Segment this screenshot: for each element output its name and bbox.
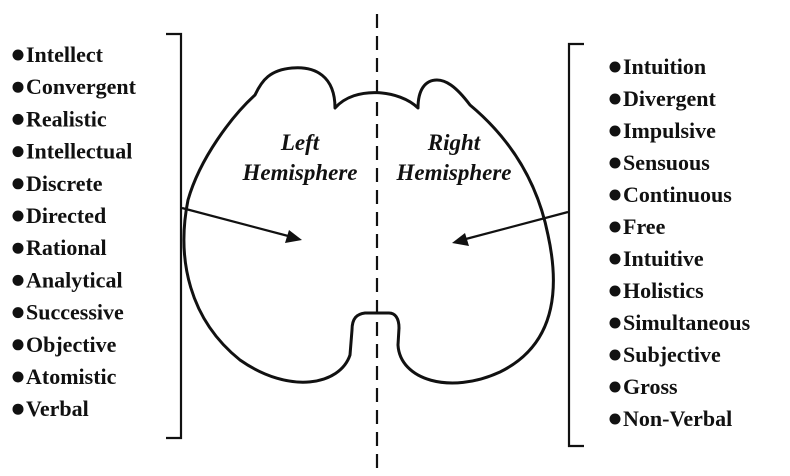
left-trait-item: Intellect [26, 42, 104, 67]
right-bullet-icon [609, 189, 621, 201]
brain-outline [182, 66, 555, 385]
left-hemisphere-trait-list: IntellectConvergentRealisticIntellectual… [12, 42, 137, 421]
right-arrow-line [461, 210, 569, 242]
right-bullet-icon [609, 221, 621, 233]
left-bullet-icon [12, 242, 24, 254]
left-trait-item: Realistic [26, 106, 107, 131]
right-bullet-icon [609, 93, 621, 105]
right-hemisphere-label-line1: Right [427, 130, 481, 155]
right-trait-item: Intuitive [623, 246, 704, 271]
right-trait-item: Non-Verbal [623, 406, 732, 431]
right-bullet-icon [609, 157, 621, 169]
right-bullet-icon [609, 253, 621, 265]
left-bullet-icon [12, 210, 24, 222]
right-bullet-icon [609, 61, 621, 73]
left-bullet-icon [12, 403, 24, 415]
left-trait-item: Directed [26, 203, 106, 228]
right-bullet-icon [609, 413, 621, 425]
right-bullet-icon [609, 381, 621, 393]
left-bullet-icon [12, 178, 24, 190]
right-bullet-icon [609, 349, 621, 361]
right-trait-item: Free [623, 214, 666, 239]
left-bullet-icon [12, 307, 24, 319]
left-trait-item: Objective [26, 332, 117, 357]
left-bullet-icon [12, 49, 24, 61]
right-bullet-icon [609, 285, 621, 297]
left-trait-item: Intellectual [26, 139, 132, 164]
left-bullet-icon [12, 146, 24, 158]
left-bullet-icon [12, 81, 24, 93]
left-hemisphere-label-line1: Left [280, 130, 320, 155]
right-trait-bracket [567, 42, 584, 448]
left-trait-item: Convergent [26, 74, 137, 99]
right-hemisphere-label-line2: Hemisphere [396, 160, 512, 185]
right-trait-item: Subjective [623, 342, 721, 367]
left-bullet-icon [12, 371, 24, 383]
left-trait-item: Atomistic [26, 364, 117, 389]
right-trait-item: Gross [623, 374, 678, 399]
left-trait-item: Successive [26, 300, 124, 325]
left-arrow-line [181, 206, 293, 239]
right-trait-item: Intuition [623, 54, 706, 79]
left-trait-item: Verbal [26, 396, 89, 421]
left-arrow-head-icon [285, 230, 302, 243]
left-bullet-icon [12, 274, 24, 286]
left-hemisphere-label-line2: Hemisphere [242, 160, 358, 185]
right-trait-item: Holistics [623, 278, 704, 303]
right-arrow-head-icon [452, 233, 469, 246]
left-trait-item: Rational [26, 235, 107, 260]
right-trait-item: Impulsive [623, 118, 716, 143]
right-bullet-icon [609, 317, 621, 329]
left-bullet-icon [12, 113, 24, 125]
left-trait-item: Analytical [26, 267, 123, 292]
right-trait-item: Simultaneous [623, 310, 751, 335]
left-trait-item: Discrete [26, 171, 103, 196]
right-trait-item: Continuous [623, 182, 732, 207]
right-trait-item: Divergent [623, 86, 717, 111]
left-trait-bracket [166, 32, 183, 440]
right-hemisphere-trait-list: IntuitionDivergentImpulsiveSensuousConti… [609, 54, 751, 431]
right-bullet-icon [609, 125, 621, 137]
right-trait-item: Sensuous [623, 150, 710, 175]
left-bullet-icon [12, 339, 24, 351]
